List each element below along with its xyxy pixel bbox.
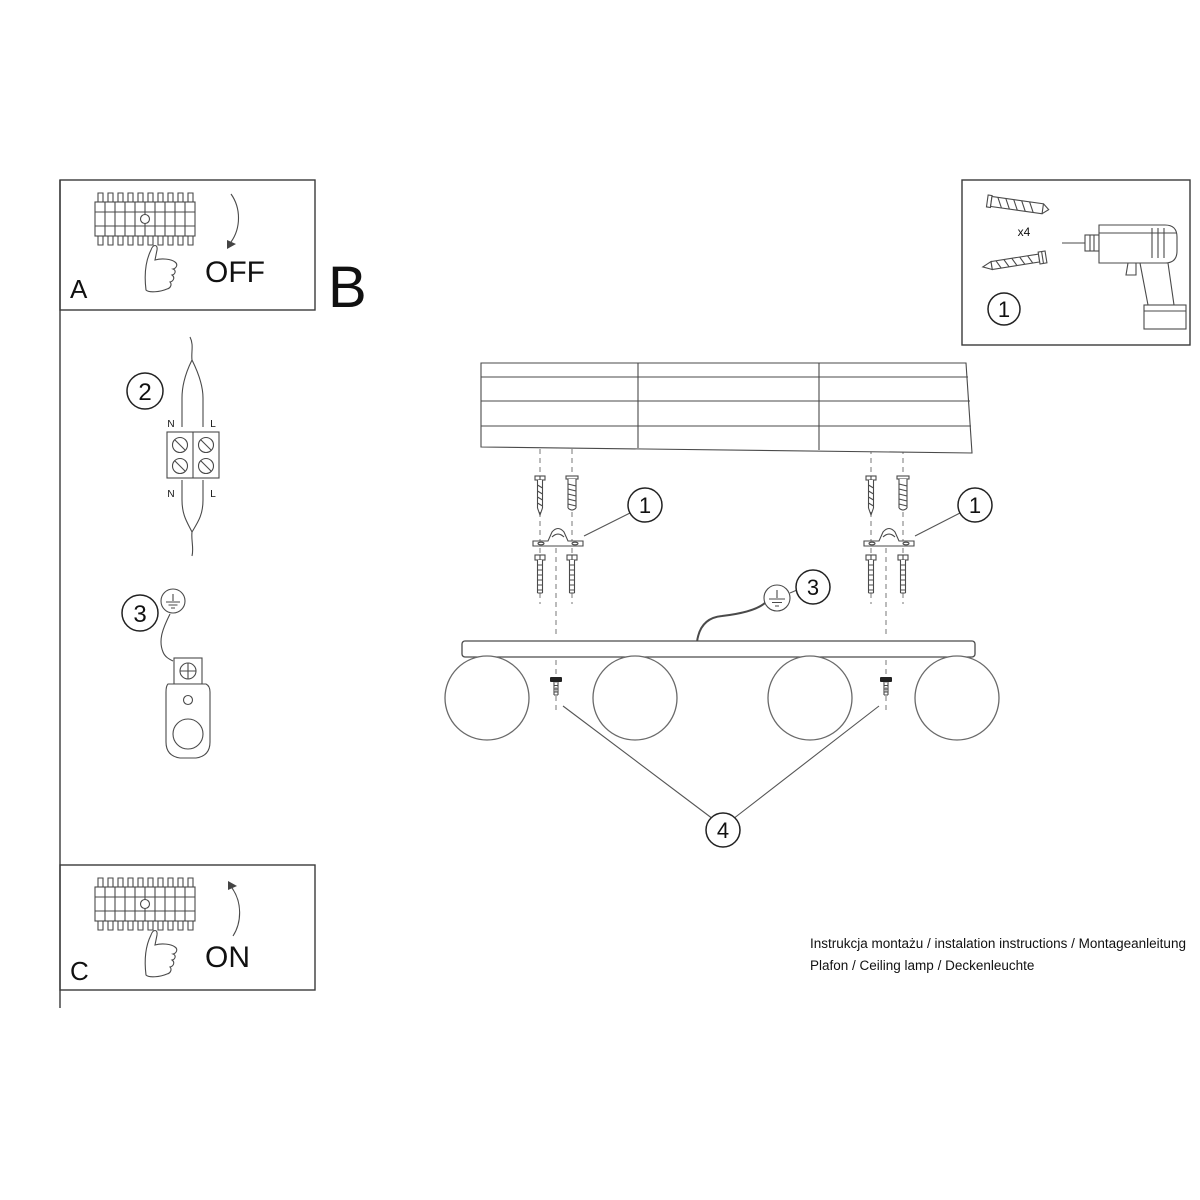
bolts-callout-number: 4 xyxy=(717,818,729,843)
bracket-left-callout-circle xyxy=(627,487,663,523)
terminal-n-bottom-label: N xyxy=(167,489,174,500)
tools-box: x4 1 xyxy=(961,179,1191,346)
footer-line-1: Instrukcja montażu / instalation instruc… xyxy=(810,936,1186,951)
wall-plug-icon xyxy=(896,475,910,511)
ground-clamp-icon xyxy=(165,657,211,759)
panel-a-label: A xyxy=(70,274,88,304)
power-off-arrow-icon xyxy=(227,193,240,249)
ground-symbol-icon xyxy=(160,588,186,614)
tools-callout-circle xyxy=(987,292,1021,326)
leader-line xyxy=(562,705,714,820)
bolts-callout-circle xyxy=(705,812,741,848)
step-3-circle xyxy=(121,594,159,632)
panel-c-label: C xyxy=(70,956,89,986)
step-3-number: 3 xyxy=(133,601,146,628)
panel-c: ON C xyxy=(59,864,316,991)
lamp-sphere xyxy=(767,655,853,741)
ceiling-panel xyxy=(480,362,973,454)
panel-a-state-label: OFF xyxy=(205,256,265,289)
bracket-right-callout-circle xyxy=(957,487,993,523)
wall-plug-icon xyxy=(985,194,1050,215)
footer-line-2: Plafon / Ceiling lamp / Deckenleuchte xyxy=(810,958,1034,973)
assembly-diagram: 1 1 3 4 xyxy=(444,362,1000,848)
fixing-bolt-icon xyxy=(879,676,893,696)
ground-wire xyxy=(160,613,174,662)
pointing-hand-icon xyxy=(144,244,178,293)
lamp-sphere xyxy=(914,655,1000,741)
terminal-block-icon xyxy=(166,431,220,479)
panel-a-box xyxy=(59,179,316,311)
ground-callout-circle xyxy=(795,569,831,605)
panel-c-box xyxy=(59,864,316,991)
wire-splitter-icon xyxy=(181,336,204,557)
circuit-breaker-icon xyxy=(94,192,196,246)
bracket-left-callout-number: 1 xyxy=(639,493,651,518)
lamp-bar xyxy=(461,640,976,658)
fixing-bolt-icon xyxy=(549,676,563,696)
tools-box-frame xyxy=(961,179,1191,346)
wall-plug-icon xyxy=(565,475,579,511)
step-2-circle xyxy=(126,372,164,410)
section-b-label: B xyxy=(328,255,367,320)
machine-screw-icon xyxy=(566,554,578,594)
lamp-sphere xyxy=(592,655,678,741)
tools-callout-number: 1 xyxy=(998,297,1010,322)
ground-wire xyxy=(696,601,767,643)
machine-screw-icon xyxy=(897,554,909,594)
step-2-wiring: 2 N L N L xyxy=(126,336,220,557)
guide-lines xyxy=(539,413,904,712)
machine-screw-icon xyxy=(865,554,877,594)
screw-count-label: x4 xyxy=(1018,225,1031,239)
circuit-breaker-icon xyxy=(94,877,196,931)
step-2-number: 2 xyxy=(138,379,151,406)
wood-screw-icon xyxy=(865,475,877,516)
ground-symbol-icon xyxy=(763,584,791,612)
drill-icon xyxy=(1062,224,1187,330)
lamp-sphere xyxy=(444,655,530,741)
panel-a: OFF A xyxy=(59,179,316,311)
terminal-l-top-label: L xyxy=(210,419,216,430)
terminal-l-bottom-label: L xyxy=(210,489,216,500)
ground-callout-number: 3 xyxy=(807,575,819,600)
machine-screw-icon xyxy=(534,554,546,594)
leader-line xyxy=(914,512,961,537)
leader-line xyxy=(732,705,880,820)
bracket-right-callout-number: 1 xyxy=(969,493,981,518)
screw-icon xyxy=(981,250,1048,271)
leader-line xyxy=(583,512,631,537)
terminal-n-top-label: N xyxy=(167,419,174,430)
wood-screw-icon xyxy=(534,475,546,516)
pointing-hand-icon xyxy=(144,929,178,978)
panel-c-state-label: ON xyxy=(205,941,250,974)
step-3-ground: 3 xyxy=(121,588,211,759)
power-on-arrow-icon xyxy=(228,881,241,937)
